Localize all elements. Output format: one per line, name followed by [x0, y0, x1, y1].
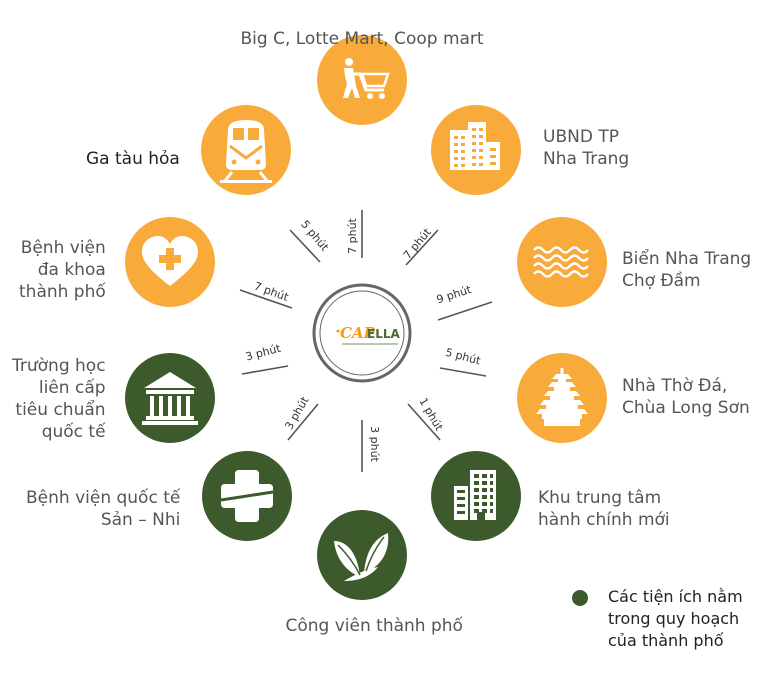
travel-time: 3 phút: [282, 394, 311, 432]
buildings-icon: [450, 122, 500, 170]
classical-building-icon: [142, 372, 198, 425]
travel-time: 1 phút: [416, 396, 445, 434]
node-label-line: thành phố: [19, 282, 106, 302]
node-label-line: UBND TP: [543, 127, 619, 147]
logo-text-a: CAP: [340, 324, 376, 342]
train-icon: [220, 120, 272, 183]
node-label-line: Sản – Nhi: [100, 510, 181, 530]
spoke-line: [241, 365, 289, 375]
node-circle-park: [317, 510, 407, 600]
node-label-line: Biển Nha Trang: [622, 249, 752, 269]
node-label-line: Chùa Long Sơn: [622, 398, 750, 418]
node-label-train-station: Ga tàu hỏa: [86, 148, 180, 170]
travel-time: 3 phút: [244, 342, 283, 364]
travel-time: 9 phút: [435, 283, 474, 307]
shopping-cart-icon: [343, 58, 390, 99]
node-label-park: Công viên thành phố: [286, 615, 463, 637]
spoke-line: [239, 289, 293, 309]
legend-dot: [572, 590, 588, 606]
node-label-line: hành chính mới: [538, 510, 670, 530]
node-label-line: Bệnh viện: [20, 238, 106, 258]
spoke-line: [407, 403, 441, 441]
spoke-line: [437, 301, 493, 321]
node-label-line: tiêu chuẩn: [15, 400, 106, 420]
node-label-line: Big C, Lotte Mart, Coop mart: [240, 29, 484, 49]
node-label-line: Chợ Đầm: [622, 271, 701, 291]
node-label-line: liên cấp: [38, 378, 106, 398]
node-label-line: Trường học: [12, 356, 106, 376]
legend-text: Các tiện ích nằm trong quy hoạch của thà…: [608, 586, 743, 652]
spoke-line: [289, 229, 321, 263]
waves-icon: [533, 246, 589, 278]
spoke-line: [405, 229, 439, 266]
node-label-line: Công viên thành phố: [285, 616, 463, 636]
office-building-icon: [454, 470, 496, 520]
legend-line: trong quy hoạch: [608, 609, 740, 628]
node-circles: [125, 35, 607, 600]
travel-time: 5 phút: [298, 218, 331, 254]
medical-cross-icon: [220, 470, 274, 522]
node-label-line: đa khoa: [37, 260, 106, 280]
node-label-line: quốc tế: [41, 422, 106, 442]
legend-line: của thành phố: [608, 631, 724, 650]
travel-time: 5 phút: [444, 346, 483, 368]
node-label-line: Bệnh viện quốc tế: [26, 488, 181, 508]
pagoda-icon: [536, 368, 588, 426]
leaves-icon: [334, 533, 389, 581]
legend-line: Các tiện ích nằm: [608, 587, 743, 606]
node-label-line: Ga tàu hỏa: [86, 149, 180, 169]
node-label-supermarket: Big C, Lotte Mart, Coop mart: [241, 28, 484, 50]
node-label-pagoda: Nhà Thờ Đá,Chùa Long Sơn: [622, 375, 750, 419]
spoke-line: [439, 367, 487, 377]
logo-dot: [336, 329, 340, 333]
travel-time: 7 phút: [346, 217, 359, 253]
heart-plus-icon: [142, 236, 198, 286]
logo-text-b: ELLA: [367, 327, 400, 341]
node-label-line: Nhà Thờ Đá,: [622, 376, 728, 396]
node-label-line: Nha Trang: [543, 149, 630, 169]
node-circle-beach: [517, 217, 607, 307]
node-label-line: Khu trung tâm: [538, 488, 662, 508]
spoke-line: [287, 403, 319, 441]
travel-time: 7 phút: [401, 225, 434, 261]
travel-time: 3 phút: [368, 426, 381, 462]
